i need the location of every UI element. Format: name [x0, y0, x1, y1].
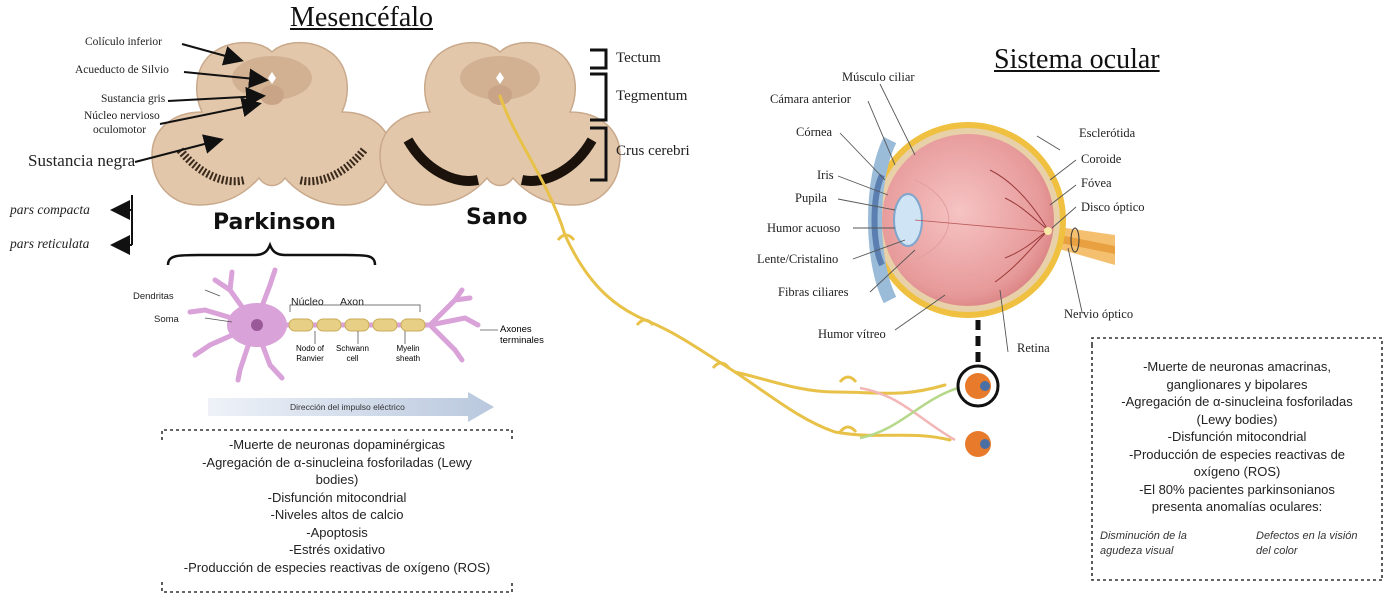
label-parkinson: Parkinson [213, 210, 336, 235]
parkinson-box-text: -Muerte de neuronas dopaminérgicas -Agre… [162, 436, 512, 576]
label-fovea: Fóvea [1081, 176, 1112, 191]
parkinson-brace [168, 245, 375, 265]
label-fibras-ciliares: Fibras ciliares [778, 285, 848, 300]
label-camara-anterior: Cámara anterior [770, 92, 851, 107]
small-eyes [958, 366, 998, 457]
label-retina: Retina [1017, 341, 1050, 356]
label-sustancia-gris: Sustancia gris [101, 93, 165, 105]
label-nucleo: Núcleo [291, 296, 324, 308]
label-pars-compacta: pars compacta [10, 202, 90, 218]
label-impulse: Dirección del impulso eléctrico [290, 402, 405, 412]
label-esclerotida: Esclerótida [1079, 126, 1135, 141]
label-axon: Axon [340, 296, 364, 308]
label-disco-optico: Disco óptico [1081, 200, 1145, 215]
label-nucleo-2: oculomotor [93, 124, 146, 136]
midbrain-title: Mesencéfalo [290, 2, 433, 34]
label-nervio-optico: Nervio óptico [1064, 307, 1133, 322]
eye-anatomy [870, 122, 1115, 318]
label-humor-acuoso: Humor acuoso [767, 221, 840, 236]
label-lente: Lente/Cristalino [757, 252, 838, 267]
label-sano: Sano [466, 205, 527, 230]
label-coroide: Coroide [1081, 152, 1121, 167]
label-cornea: Córnea [796, 125, 832, 140]
chiasm-fibers [860, 388, 958, 440]
midbrain-healthy [380, 43, 620, 205]
label-pupila: Pupila [795, 191, 827, 206]
label-coliculo-inferior: Colículo inferior [85, 36, 162, 48]
midbrain-parkinson [152, 43, 392, 205]
eye-title: Sistema ocular [994, 44, 1160, 76]
label-nucleo-1: Núcleo nervioso [84, 110, 160, 122]
label-pars-reticulata: pars reticulata [10, 236, 89, 252]
label-tegmentum: Tegmentum [616, 88, 687, 105]
eye-box-text: -Muerte de neuronas amacrinas, gangliona… [1092, 358, 1382, 516]
label-crus-cerebri: Crus cerebri [616, 143, 690, 160]
label-soma: Soma [154, 314, 179, 325]
pars-bracket [114, 195, 132, 245]
label-tectum: Tectum [616, 50, 661, 67]
label-humor-vitreo: Humor vítreo [818, 327, 886, 342]
label-acueducto: Acueducto de Silvio [75, 64, 169, 76]
label-musculo-ciliar: Músculo ciliar [842, 70, 915, 85]
label-iris: Iris [817, 168, 834, 183]
label-dendritas: Dendritas [133, 291, 174, 302]
label-sustancia-negra: Sustancia negra [28, 151, 135, 171]
